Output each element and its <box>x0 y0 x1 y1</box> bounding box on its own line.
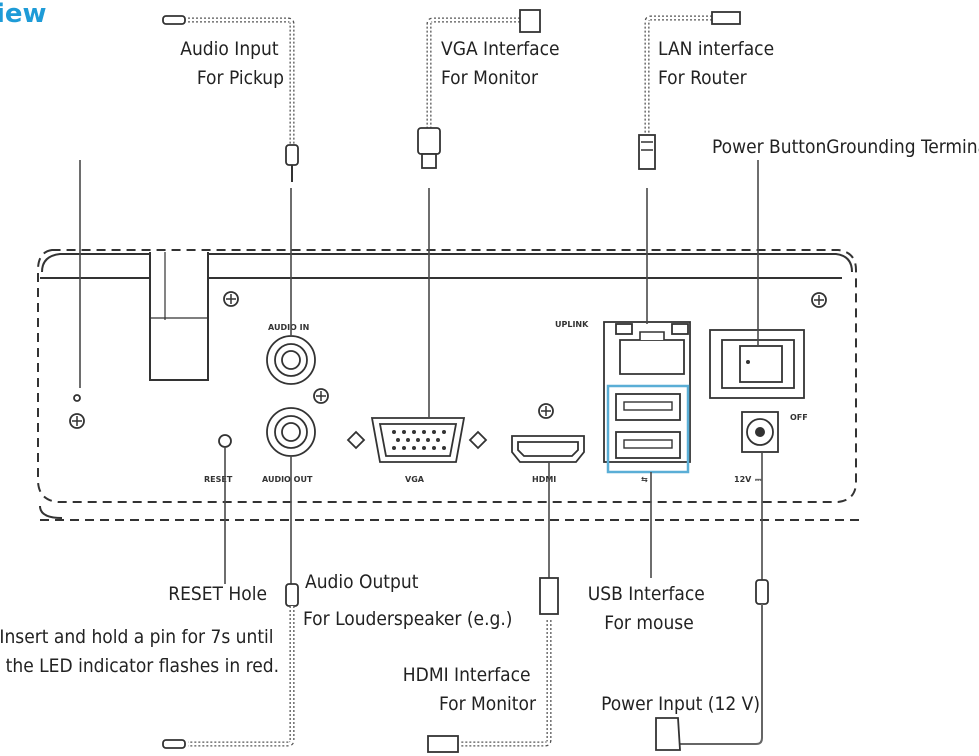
screw-icon <box>223 291 239 307</box>
dc-symbol-icon: ⎓ <box>755 475 762 484</box>
panel-label-power: 12V <box>734 475 752 484</box>
panel-label-hdmi: HDMI <box>532 475 556 484</box>
lan-cable <box>638 11 741 170</box>
usb-symbol-icon: ⇆ <box>641 475 648 484</box>
callout-audio-input: Audio Input For Pickup <box>180 38 284 89</box>
device-body <box>37 249 860 521</box>
audio-in-port <box>266 335 316 385</box>
audio-out-port <box>266 407 316 457</box>
power-button <box>709 329 805 399</box>
power-cable <box>655 579 769 751</box>
vga-port <box>346 417 488 463</box>
screw-icon <box>313 388 329 404</box>
panel-label-audio-out: AUDIO OUT <box>262 475 313 484</box>
callout-usb-interface: USB Interface For mouse <box>588 583 710 634</box>
callout-vga-interface: VGA Interface For Monitor <box>441 38 565 89</box>
audio-output-cable <box>162 583 299 749</box>
callout-hdmi-interface: HDMI Interface For Monitor <box>403 664 537 715</box>
panel-label-uplink: UPLINK <box>555 320 589 329</box>
callout-power-button: Power ButtonGrounding Terminal <box>712 136 979 158</box>
reset-hole <box>218 434 232 448</box>
dc-power-port <box>741 411 779 453</box>
hdmi-cable <box>427 577 559 753</box>
callout-power-input: Power Input (12 V) <box>601 693 760 715</box>
panel-label-audio-in: AUDIO IN <box>268 323 309 332</box>
hdmi-port <box>511 435 585 463</box>
section-heading: iew <box>0 0 47 29</box>
callout-reset-note: Insert and hold a pin for 7s until the L… <box>0 626 279 677</box>
grounding-screw-icon <box>69 394 85 429</box>
vga-cable <box>417 9 541 169</box>
callout-reset-hole: RESET Hole <box>168 583 267 605</box>
audio-input-cable <box>162 15 299 182</box>
screw-icon <box>538 403 554 419</box>
panel-label-off: OFF <box>790 413 808 422</box>
panel-label-vga: VGA <box>405 475 425 484</box>
callout-lan-interface: LAN interface For Router <box>658 38 780 89</box>
callout-audio-output: Audio Output For Louderspeaker (e.g.) <box>303 571 512 630</box>
leader-lines <box>79 160 763 584</box>
usb-ports <box>606 384 690 474</box>
panel-label-reset: RESET <box>204 475 233 484</box>
screw-icon <box>811 292 827 308</box>
